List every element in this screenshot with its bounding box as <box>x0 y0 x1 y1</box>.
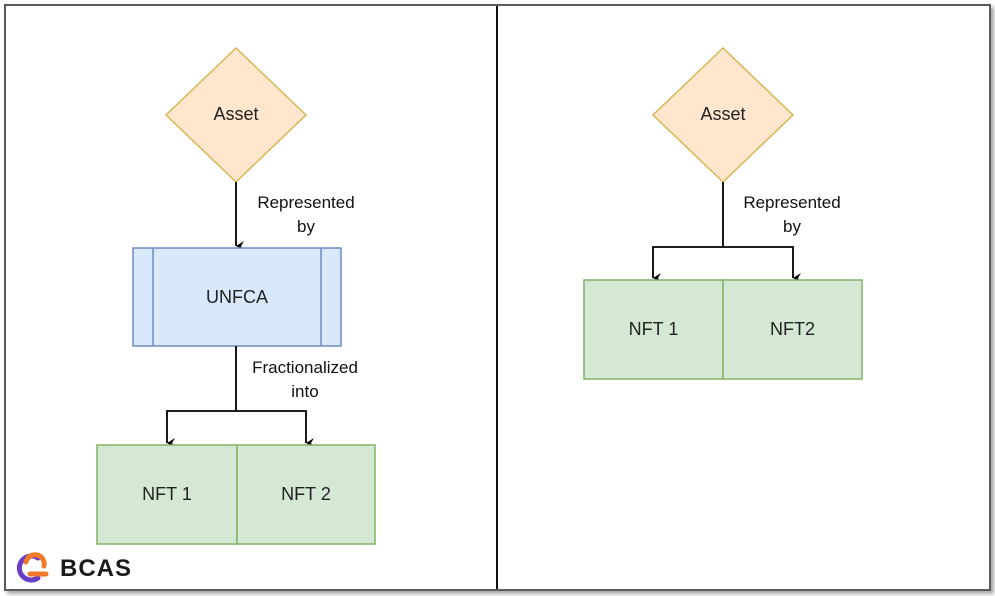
right-asset-label: Asset <box>700 104 746 124</box>
left-edge1-label-line2: by <box>297 217 315 236</box>
right-edge-represented-left <box>652 182 724 283</box>
bcas-logo-icon <box>16 552 49 583</box>
left-edge2-label: Fractionalized into <box>230 356 380 404</box>
bcas-logo-text: BCAS <box>60 555 133 582</box>
right-nft2-box <box>722 279 863 380</box>
right-edge-label-line2: by <box>783 217 801 236</box>
panel-divider <box>496 6 498 589</box>
left-edge-fractionalized-right <box>236 410 314 448</box>
right-edge-label: Represented by <box>722 191 862 239</box>
right-edge-label-line1: Represented <box>743 193 841 212</box>
left-unfca-label: UNFCA <box>206 287 268 307</box>
right-edge-represented-right <box>723 246 801 283</box>
right-nft1-label: NFT 1 <box>628 319 679 339</box>
left-edge-fractionalized <box>166 346 237 448</box>
left-nft1-label: NFT 1 <box>142 484 192 504</box>
left-edge2-label-line1: Fractionalized <box>252 358 358 377</box>
left-edge1-label-line1: Represented <box>257 193 355 212</box>
left-nft2-label: NFT 2 <box>281 484 331 504</box>
left-edge2-label-line2: into <box>291 382 319 401</box>
left-nft2-box <box>236 444 376 545</box>
right-nft2-label: NFT2 <box>770 319 815 339</box>
left-unfca-box <box>132 247 342 347</box>
left-edge1-label: Represented by <box>236 191 376 239</box>
left-asset-label: Asset <box>213 104 259 124</box>
